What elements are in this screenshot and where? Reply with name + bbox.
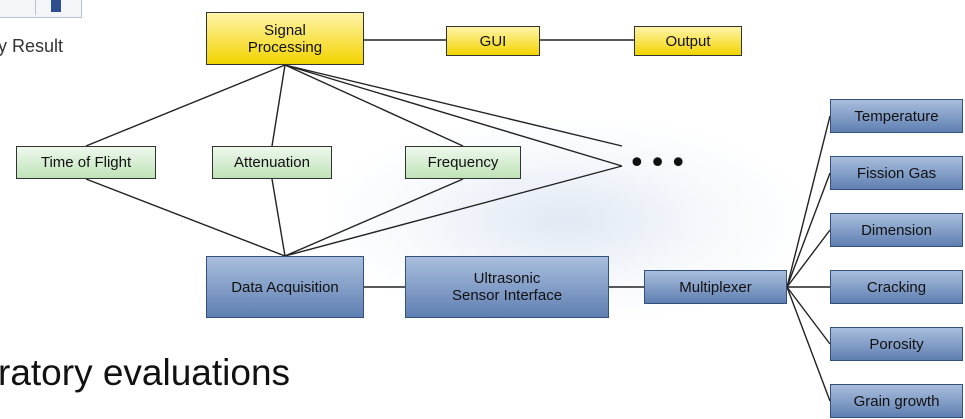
multiplexer-box: Multiplexer: [644, 270, 787, 304]
slide-bullet-text: ratory evaluations: [0, 352, 291, 393]
thumbnail-image: [0, 0, 82, 18]
signal-processing-label: Signal Processing: [247, 21, 323, 56]
attenuation-box: Attenuation: [212, 146, 332, 179]
gui-box: GUI: [446, 26, 540, 56]
porosity-label: Porosity: [869, 335, 924, 353]
fission-gas-box: Fission Gas: [830, 156, 963, 190]
time-of-flight-box: Time of Flight: [16, 146, 156, 179]
output-label: Output: [665, 32, 711, 50]
multiplexer-label: Multiplexer: [679, 278, 752, 296]
cracking-box: Cracking: [830, 270, 963, 304]
grain-growth-label: Grain growth: [853, 392, 940, 410]
signal-processing-box: Signal Processing: [206, 12, 364, 65]
temperature-box: Temperature: [830, 99, 963, 133]
frequency-label: Frequency: [427, 154, 499, 171]
porosity-box: Porosity: [830, 327, 963, 361]
gui-label: GUI: [479, 32, 507, 50]
data-acquisition-box: Data Acquisition: [206, 256, 364, 318]
time-of-flight-label: Time of Flight: [40, 154, 132, 171]
sensor-interface-box: Ultrasonic Sensor Interface: [405, 256, 609, 318]
temperature-label: Temperature: [854, 107, 939, 125]
sensor-interface-label: Ultrasonic Sensor Interface: [451, 270, 563, 304]
dimension-box: Dimension: [830, 213, 963, 247]
fission-gas-label: Fission Gas: [856, 164, 937, 182]
result-caption: y Result: [0, 36, 64, 56]
dimension-label: Dimension: [861, 221, 932, 239]
frequency-box: Frequency: [405, 146, 521, 179]
thumbnail-icon: [51, 0, 61, 12]
cracking-label: Cracking: [866, 278, 927, 296]
thumbnail-divider: [35, 0, 36, 15]
data-acquisition-label: Data Acquisition: [231, 278, 339, 296]
more-measurements-ellipsis: •••: [628, 146, 691, 181]
grain-growth-box: Grain growth: [830, 384, 963, 418]
output-box: Output: [634, 26, 742, 56]
attenuation-label: Attenuation: [234, 154, 310, 171]
